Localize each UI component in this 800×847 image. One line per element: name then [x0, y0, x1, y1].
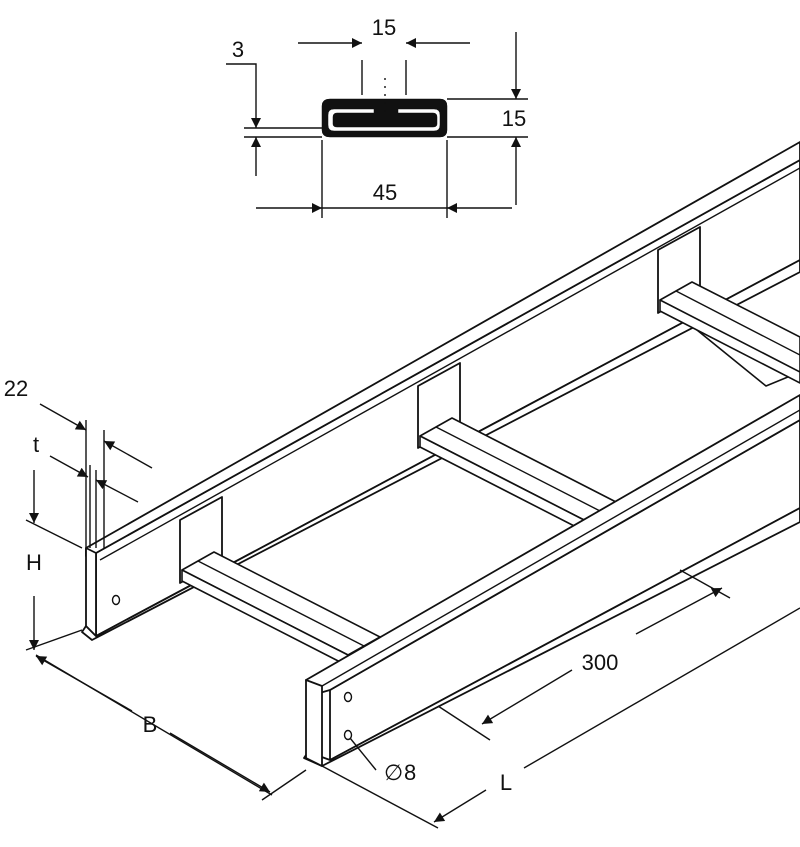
dimension-line	[35, 655, 133, 712]
dim-width-value: B	[143, 712, 158, 737]
near-rail-edge	[321, 409, 800, 687]
dim-width: B	[35, 654, 307, 801]
dimension-line	[39, 403, 87, 431]
dimension-line	[49, 455, 89, 478]
dimension-line	[433, 789, 487, 823]
dim-hole-diameter: ∅ 8	[349, 737, 416, 785]
far-side-rail	[81, 141, 800, 641]
rung	[659, 281, 800, 387]
extension-line	[321, 765, 439, 829]
near-rail-end	[305, 679, 323, 767]
dim-slot-width: 15	[372, 15, 396, 40]
near-rail-hole	[343, 691, 353, 703]
rung-groove	[675, 290, 800, 356]
c-profile-outline	[321, 98, 448, 138]
dim-length-value: L	[500, 770, 512, 795]
dim-thickness: t	[33, 432, 139, 548]
extension-line	[25, 519, 83, 549]
rung-side	[659, 299, 800, 384]
rung-groove	[197, 560, 365, 647]
profile-section: 15 3 15 45	[226, 15, 528, 218]
dim-hole-diameter-value: 8	[404, 760, 416, 785]
leader-line	[226, 63, 257, 92]
dim-hole-symbol: ∅	[384, 760, 403, 785]
rung	[181, 551, 381, 667]
dimension-line	[103, 440, 153, 469]
dim-profile-width: 45	[373, 180, 397, 205]
extension-line	[437, 705, 491, 741]
rungs	[181, 281, 800, 667]
dim-height-value: H	[26, 550, 42, 575]
dim-thickness-value: t	[33, 432, 39, 457]
dim-wall-thickness: 3	[232, 37, 244, 62]
rung-groove	[435, 426, 603, 513]
dimension-line	[169, 732, 271, 793]
leader-line	[349, 737, 377, 771]
far-rail-hole	[111, 594, 121, 606]
dim-height: H	[25, 470, 83, 651]
dimension-line	[481, 669, 573, 725]
extension-line	[261, 769, 307, 801]
dimension-line	[95, 479, 139, 503]
dimension-line	[523, 607, 800, 769]
dim-rung-spacing-value: 300	[582, 650, 619, 675]
rung	[419, 417, 619, 533]
dimension-line	[635, 587, 723, 635]
near-rail-bottom-flange	[303, 507, 800, 767]
far-rail-edge	[99, 167, 800, 561]
cable-ladder: 22 t H B	[4, 141, 800, 829]
extension-line	[679, 569, 731, 599]
near-side-rail	[303, 394, 800, 767]
dim-length: L	[321, 607, 800, 829]
dim-rung-spacing: 300	[437, 569, 731, 741]
far-rail-end	[85, 547, 97, 637]
dim-flange-width-value: 22	[4, 376, 28, 401]
near-rail-hole	[343, 729, 353, 741]
dim-profile-height: 15	[502, 106, 526, 131]
